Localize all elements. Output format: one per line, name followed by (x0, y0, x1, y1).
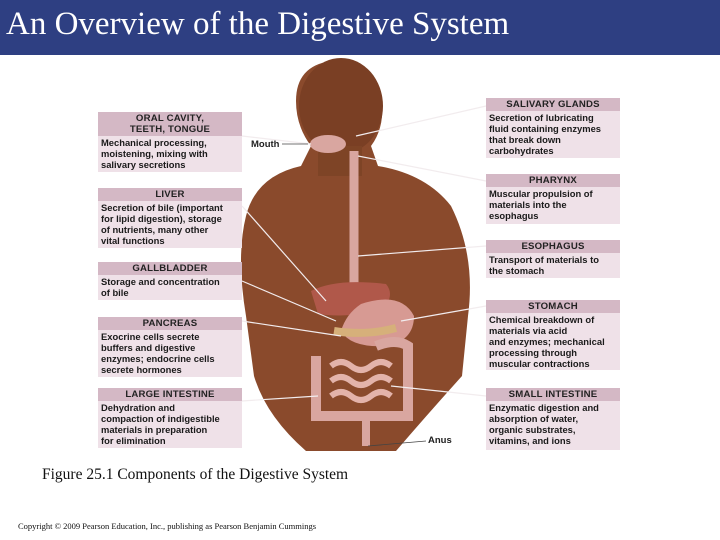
box-salivary-glands-heading: SALIVARY GLANDS (486, 98, 620, 111)
box-pancreas: PANCREAS Exocrine cells secrete buffers … (98, 317, 242, 377)
leader-lines (241, 105, 487, 402)
box-esophagus: ESOPHAGUS Transport of materials to the … (486, 240, 620, 278)
box-salivary-glands: SALIVARY GLANDS Secretion of lubricating… (486, 98, 620, 158)
box-pharynx-heading: PHARYNX (486, 174, 620, 187)
box-liver-text: Secretion of bile (important for lipid d… (101, 202, 223, 246)
anus-label: Anus (428, 435, 452, 446)
box-salivary-glands-text: Secretion of lubricating fluid containin… (489, 112, 601, 156)
box-oral-cavity: ORAL CAVITY, TEETH, TONGUE Mechanical pr… (98, 112, 242, 172)
anatomy-illustration (241, 58, 487, 451)
box-esophagus-heading: ESOPHAGUS (486, 240, 620, 253)
digestive-system-figure: Mouth Anus ORAL CAVITY, TEETH, TONGUE Me… (96, 56, 622, 456)
box-small-intestine: SMALL INTESTINE Enzymatic digestion and … (486, 388, 620, 450)
box-small-intestine-heading: SMALL INTESTINE (486, 388, 620, 401)
box-esophagus-text: Transport of materials to the stomach (489, 254, 599, 276)
box-oral-cavity-text: Mechanical processing, moistening, mixin… (101, 137, 208, 170)
title-bar: An Overview of the Digestive System (0, 0, 720, 55)
box-large-intestine: LARGE INTESTINE Dehydration and compacti… (98, 388, 242, 448)
box-small-intestine-text: Enzymatic digestion and absorption of wa… (489, 402, 599, 446)
large-intestine-shape (311, 337, 413, 421)
box-stomach: STOMACH Chemical breakdown of materials … (486, 300, 620, 370)
mouth-label: Mouth (251, 139, 280, 150)
box-pancreas-heading: PANCREAS (98, 317, 242, 330)
head-shape (299, 58, 383, 154)
box-stomach-text: Chemical breakdown of materials via acid… (489, 314, 605, 369)
box-liver: LIVER Secretion of bile (important for l… (98, 188, 242, 248)
oral-cavity-shape (310, 135, 346, 153)
copyright-notice: Copyright © 2009 Pearson Education, Inc.… (18, 521, 317, 531)
box-large-intestine-heading: LARGE INTESTINE (98, 388, 242, 401)
box-pancreas-text: Exocrine cells secrete buffers and diges… (101, 331, 215, 375)
slide-title: An Overview of the Digestive System (6, 6, 510, 42)
box-oral-cavity-heading: ORAL CAVITY, TEETH, TONGUE (98, 112, 242, 136)
figure-caption: Figure 25.1 Components of the Digestive … (42, 466, 349, 483)
box-gallbladder-text: Storage and concentration of bile (101, 276, 220, 298)
anus-leader (367, 440, 427, 447)
box-gallbladder: GALLBLADDER Storage and concentration of… (98, 262, 242, 300)
box-liver-heading: LIVER (98, 188, 242, 201)
box-gallbladder-heading: GALLBLADDER (98, 262, 242, 275)
pancreas-shape (333, 324, 398, 337)
small-intestine-shape (329, 359, 393, 403)
box-pharynx-text: Muscular propulsion of materials into th… (489, 188, 593, 221)
box-pharynx: PHARYNX Muscular propulsion of materials… (486, 174, 620, 224)
box-stomach-heading: STOMACH (486, 300, 620, 313)
box-large-intestine-text: Dehydration and compaction of indigestib… (101, 402, 220, 446)
